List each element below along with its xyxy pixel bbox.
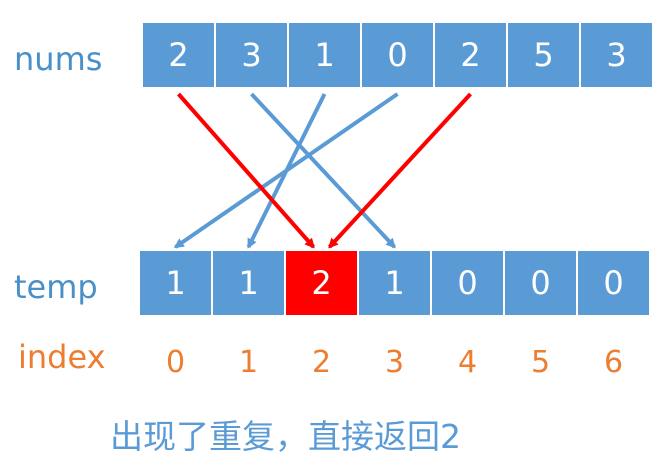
nums-cell-box xyxy=(214,21,289,89)
index-row: 0 1 2 3 4 5 6 xyxy=(166,345,623,380)
nums-cell-value: 2 xyxy=(168,36,188,74)
nums-cell-value: 0 xyxy=(387,36,407,74)
index-label: index xyxy=(18,338,106,376)
temp-array: 1 1 2 1 0 0 0 xyxy=(138,249,651,317)
temp-cell: 0 xyxy=(503,249,578,317)
nums-cell: 2 xyxy=(141,21,216,89)
temp-cell: 1 xyxy=(211,249,286,317)
count-arrow xyxy=(173,92,399,249)
nums-cell-value: 2 xyxy=(460,36,480,74)
temp-cell-value: 1 xyxy=(384,264,404,302)
temp-cell-value: 0 xyxy=(603,264,623,302)
duplicate-arrow xyxy=(328,92,472,249)
index-value: 2 xyxy=(312,345,331,380)
nums-cell-value: 5 xyxy=(533,36,553,74)
temp-cell: 0 xyxy=(430,249,505,317)
duplicate-arrow xyxy=(177,92,315,249)
nums-cell-value: 3 xyxy=(606,36,626,74)
index-value: 1 xyxy=(239,345,258,380)
index-value: 3 xyxy=(385,345,404,380)
nums-cell: 1 xyxy=(287,21,362,89)
nums-cell-box xyxy=(287,21,362,89)
temp-cell: 1 xyxy=(138,249,213,317)
temp-cell: 0 xyxy=(576,249,651,317)
temp-cell-box xyxy=(430,249,505,317)
temp-cell-value: 0 xyxy=(457,264,477,302)
nums-array: 2 3 1 0 2 5 3 xyxy=(141,21,654,89)
caption: 出现了重复，直接返回2 xyxy=(110,417,461,456)
mapping-arrows xyxy=(173,92,472,249)
temp-cell-value: 1 xyxy=(238,264,258,302)
temp-cell-box xyxy=(138,249,213,317)
temp-cell: 1 xyxy=(357,249,432,317)
nums-cell-box xyxy=(579,21,654,89)
temp-label: temp xyxy=(14,268,98,306)
temp-cell-value: 2 xyxy=(311,264,331,302)
nums-cell-box xyxy=(141,21,216,89)
temp-cell-value: 1 xyxy=(165,264,185,302)
index-value: 6 xyxy=(604,345,623,380)
nums-cell-box xyxy=(433,21,508,89)
temp-cell-box xyxy=(211,249,286,317)
nums-label: nums xyxy=(14,40,102,78)
temp-cell-box xyxy=(576,249,651,317)
temp-cell-box xyxy=(503,249,578,317)
index-value: 5 xyxy=(531,345,550,380)
nums-cell-value: 3 xyxy=(241,36,261,74)
nums-cell: 3 xyxy=(579,21,654,89)
nums-cell: 5 xyxy=(506,21,581,89)
temp-cell-value: 0 xyxy=(530,264,550,302)
nums-cell: 3 xyxy=(214,21,289,89)
index-value: 4 xyxy=(458,345,477,380)
nums-cell-box xyxy=(506,21,581,89)
temp-cell-box xyxy=(284,249,359,317)
temp-cell-duplicate: 2 xyxy=(284,249,359,317)
index-value: 0 xyxy=(166,345,185,380)
nums-cell-value: 1 xyxy=(314,36,334,74)
nums-cell: 2 xyxy=(433,21,508,89)
count-arrow xyxy=(250,92,396,249)
nums-cell: 0 xyxy=(360,21,435,89)
